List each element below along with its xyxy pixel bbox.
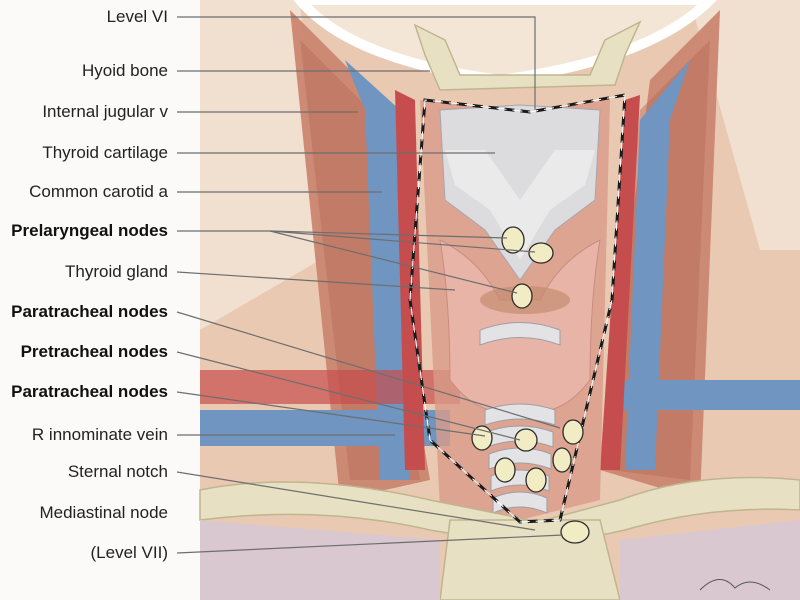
label-thyroid-cartilage: Thyroid cartilage bbox=[42, 143, 168, 162]
label-level-vii: (Level VII) bbox=[90, 543, 168, 562]
label-common-carotid-artery: Common carotid a bbox=[29, 182, 168, 201]
label-prelaryngeal-nodes: Prelaryngeal nodes bbox=[11, 221, 168, 240]
label-paratracheal-nodes-lower: Paratracheal nodes bbox=[11, 382, 168, 401]
label-hyoid-bone: Hyoid bone bbox=[81, 61, 168, 80]
label-sternal-notch: Sternal notch bbox=[67, 462, 168, 481]
label-thyroid-gland: Thyroid gland bbox=[64, 262, 168, 281]
label-level-vi: Level VI bbox=[106, 7, 168, 26]
label-pretracheal-nodes: Pretracheal nodes bbox=[20, 342, 168, 361]
label-paratracheal-nodes-upper: Paratracheal nodes bbox=[11, 302, 168, 321]
label-internal-jugular-vein: Internal jugular v bbox=[42, 102, 168, 121]
label-mediastinal-node: Mediastinal node bbox=[39, 503, 168, 522]
label-r-innominate-vein: R innominate vein bbox=[31, 425, 168, 444]
